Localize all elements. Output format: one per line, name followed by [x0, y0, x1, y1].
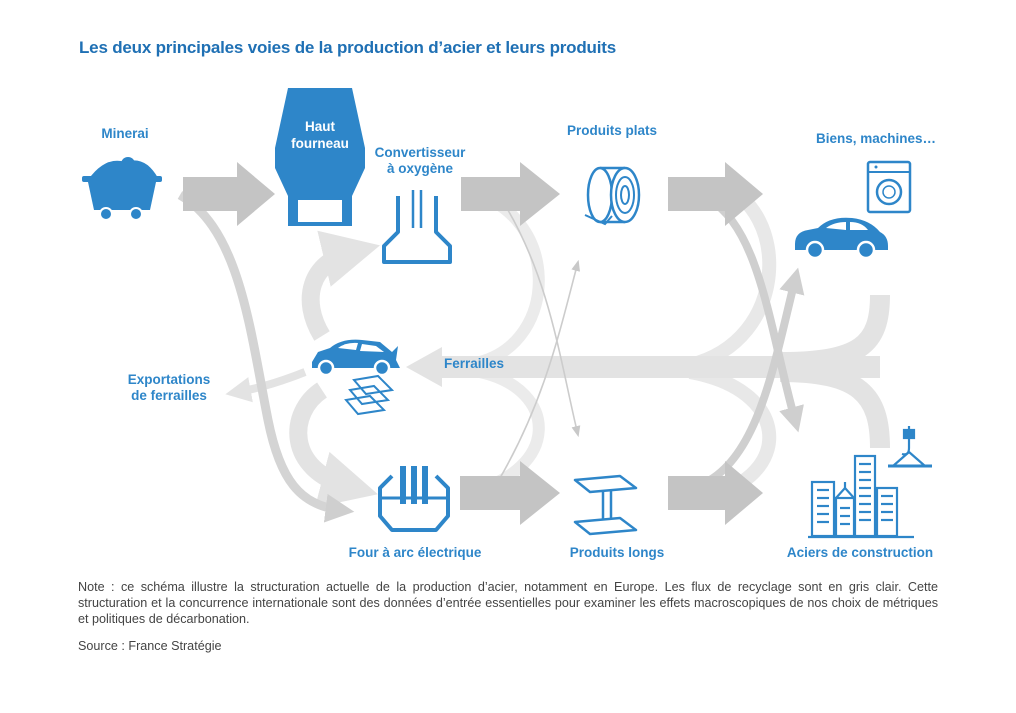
arrow-produits-plats-biens — [668, 162, 763, 226]
diagram-title: Les deux principales voies de la product… — [79, 38, 616, 57]
main-curved-flows — [177, 191, 805, 523]
arrow-produits-longs-construction — [668, 461, 763, 525]
city-buildings-icon — [808, 454, 914, 539]
label-biens-machines: Biens, machines… — [816, 131, 936, 146]
arrow-minerai-haut-fourneau — [183, 162, 275, 226]
arrow-four-produits-longs — [460, 461, 560, 525]
arrow-convertisseur-produits-plats — [461, 162, 560, 226]
oxygen-converter-icon — [382, 190, 452, 264]
car-icon — [795, 217, 888, 260]
i-beam-icon — [573, 474, 638, 536]
crane-hook-icon — [888, 426, 932, 468]
diagram-source: Source : France Stratégie — [78, 639, 222, 653]
diagram-labels: Minerai Haut fourneau Convertisseur à ox… — [101, 119, 936, 560]
label-haut-fourneau-1: Haut — [305, 119, 336, 134]
main-arrows — [183, 162, 763, 525]
recycling-flows — [225, 178, 890, 508]
label-produits-longs: Produits longs — [570, 545, 665, 560]
label-convertisseur-1: Convertisseur — [375, 145, 467, 160]
scrap-sheets-icon — [344, 374, 395, 416]
label-ferrailles: Ferrailles — [444, 356, 504, 371]
label-exportations-2: de ferrailles — [131, 388, 207, 403]
label-four-arc: Four à arc électrique — [349, 545, 482, 560]
label-exportations-1: Exportations — [128, 372, 211, 387]
diagram-note: Note : ce schéma illustre la structurati… — [78, 580, 938, 626]
mine-cart-icon — [82, 157, 162, 221]
label-haut-fourneau-2: fourneau — [291, 136, 349, 151]
steel-coil-icon — [584, 166, 641, 226]
label-produits-plats: Produits plats — [567, 123, 657, 138]
washing-machine-icon — [866, 160, 912, 214]
scrap-car-icon — [312, 339, 400, 377]
label-aciers-construction: Aciers de construction — [787, 545, 933, 560]
label-convertisseur-2: à oxygène — [387, 161, 454, 176]
label-minerai: Minerai — [101, 126, 148, 141]
steel-production-diagram: Minerai Haut fourneau Convertisseur à ox… — [82, 88, 936, 560]
blast-furnace-icon — [275, 88, 365, 226]
electric-arc-furnace-icon — [378, 466, 450, 532]
